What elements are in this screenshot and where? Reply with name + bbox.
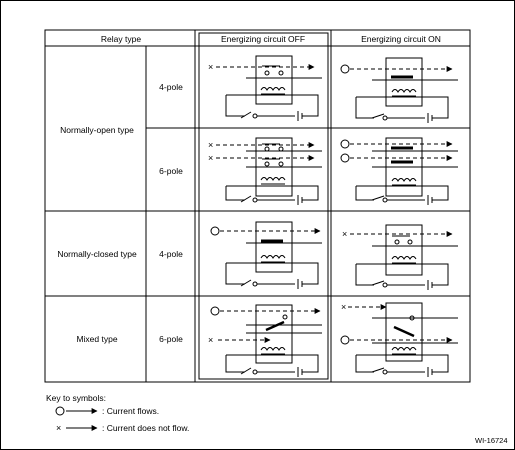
legend-title: Key to symbols: [46, 393, 106, 403]
svg-text:×: × [208, 62, 213, 72]
row-pole-6-open: 6-pole [159, 166, 183, 176]
row-label-mixed: Mixed type [76, 334, 118, 344]
row-pole-4-open: 4-pole [159, 82, 183, 92]
row-pole-6-mixed: 6-pole [159, 334, 183, 344]
row-pole-4-closed: 4-pole [159, 249, 183, 259]
diagram-mixed6-off [225, 304, 322, 377]
svg-text:×: × [208, 153, 213, 163]
svg-text:×: × [208, 140, 213, 150]
diagram-no4-off [225, 55, 322, 121]
row-label-normally-closed: Normally-closed type [57, 249, 137, 259]
diagram-no6-off [225, 137, 322, 205]
diagram-no4-on [355, 57, 458, 123]
diagram-nc4-on [355, 224, 458, 290]
header-relay-type: Relay type [100, 34, 142, 44]
current-flows-icon [55, 406, 65, 416]
diagram-nc4-off [225, 221, 322, 289]
current-not-flows-icon: × [56, 423, 61, 433]
header-energizing-on: Energizing circuit ON [361, 34, 441, 44]
svg-text:×: × [208, 335, 213, 345]
legend-flows-label: : Current flows. [102, 406, 160, 416]
header-energizing-off: Energizing circuit OFF [220, 34, 306, 44]
legend-not-flows-label: : Current does not flow. [102, 423, 190, 433]
figure-id: WI-16724 [475, 436, 508, 445]
row-label-normally-open: Normally-open type [60, 125, 134, 135]
table-grid [44, 29, 471, 383]
diagram-mixed6-on [355, 302, 458, 377]
diagram-no6-on [355, 137, 458, 205]
svg-text:×: × [342, 229, 347, 239]
svg-text:×: × [341, 302, 346, 312]
